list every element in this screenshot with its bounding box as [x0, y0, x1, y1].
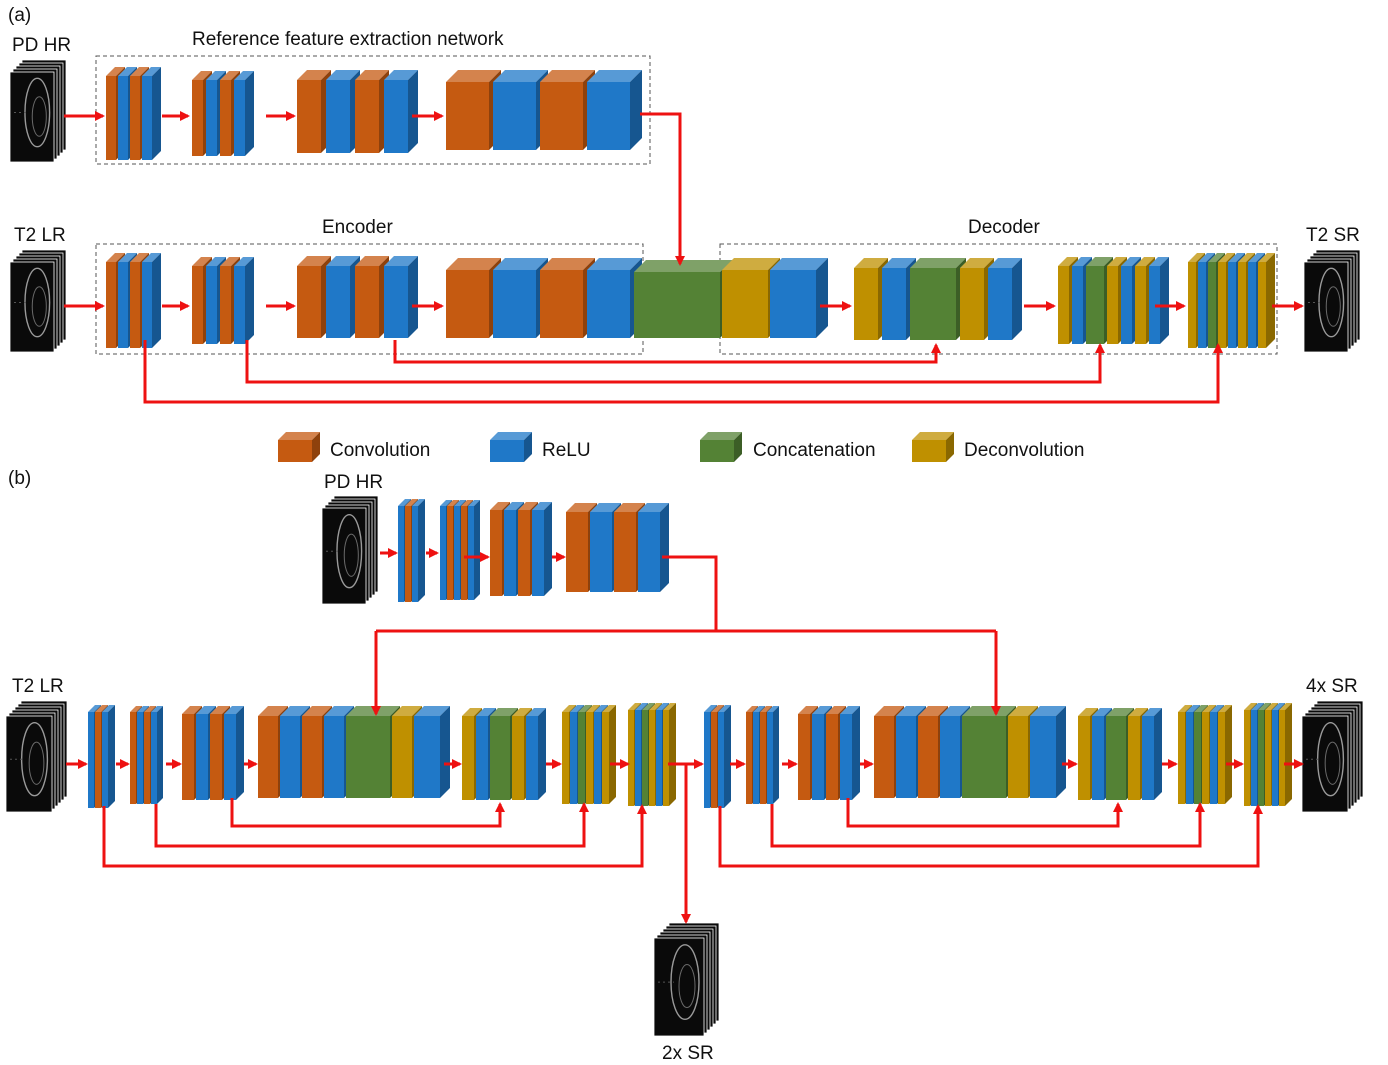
legend-swatch-deconvolution [912, 432, 954, 462]
mri-stack-pd-a [9, 59, 67, 163]
input-pd-hr-b: PD HR [324, 472, 383, 493]
relu-block [384, 256, 418, 338]
conv-block [355, 256, 389, 338]
legend-label-convolution: Convolution [330, 440, 430, 461]
concat-block [962, 706, 1016, 798]
relu-block [638, 503, 669, 592]
relu-block [587, 70, 642, 150]
relu-block [412, 499, 425, 602]
relu-block [1142, 708, 1162, 800]
relu-block [151, 706, 163, 804]
relu-block [493, 70, 548, 150]
relu-block [142, 253, 161, 348]
decoder-title: Decoder [968, 217, 1040, 238]
relu-block [102, 705, 115, 808]
decoder-box [719, 243, 1278, 355]
relu-block [493, 258, 548, 338]
relu-block [767, 706, 779, 804]
output-4x-sr: 4x SR [1306, 676, 1358, 697]
legend-conv-box [278, 432, 320, 462]
deconv-block [663, 703, 676, 806]
deconv-block [602, 705, 616, 804]
mri-stack-t2-b [5, 700, 68, 813]
relu-block [224, 706, 244, 800]
relu-block [770, 258, 828, 338]
mri-stack-4x-b [1301, 700, 1364, 813]
encoder-title: Encoder [322, 217, 393, 238]
mri-stack-t2sr-a [1303, 249, 1361, 353]
conv-block [540, 70, 595, 150]
input-t2-lr-a: T2 LR [14, 225, 66, 246]
legend-swatch-relu [490, 432, 532, 462]
deconv-block [1279, 703, 1292, 806]
network-blocks [88, 67, 1292, 808]
panel-a-tag: (a) [8, 5, 31, 26]
relu-block [234, 71, 254, 156]
concat-block [346, 706, 400, 798]
conv-block [540, 258, 595, 338]
input-t2-lr-b: T2 LR [12, 676, 64, 697]
relu-block [988, 258, 1022, 340]
deconv-block [1218, 705, 1232, 804]
relu-block [384, 70, 418, 153]
concat-block [910, 258, 966, 340]
conv-block [446, 70, 501, 150]
conv-block [297, 256, 331, 338]
relu-block [414, 706, 450, 798]
legend: Convolution ReLU Concatenation Deconvolu… [278, 432, 1084, 462]
concatenation-block [634, 260, 732, 338]
relu-block [1030, 706, 1066, 798]
relu-block [840, 706, 860, 800]
mri-stack-pd-b [321, 495, 379, 605]
output-2x-sr: 2x SR [662, 1043, 714, 1064]
mri-stack-2x-b [653, 922, 720, 1037]
legend-label-concatenation: Concatenation [753, 440, 876, 461]
legend-relu-box [490, 432, 532, 462]
mri-stack-t2-a [9, 249, 67, 353]
panel-b-arrows [66, 548, 1304, 924]
legend-swatch-concatenation [700, 432, 742, 462]
panel-a-arrows [64, 111, 1304, 404]
deconv-block [1258, 253, 1275, 348]
relu-block [468, 500, 480, 600]
legend-concat-box [700, 432, 742, 462]
legend-label-relu: ReLU [542, 440, 591, 461]
relu-block [718, 705, 731, 808]
panel-b-tag: (b) [8, 468, 31, 489]
relu-block [326, 70, 360, 153]
relu-block [1149, 257, 1169, 344]
ref-network-box [95, 55, 651, 165]
input-pd-hr-a: PD HR [12, 35, 71, 56]
output-t2-sr: T2 SR [1306, 225, 1360, 246]
relu-block [326, 256, 360, 338]
relu-block [234, 257, 254, 344]
conv-block [297, 70, 331, 153]
relu-block [532, 502, 552, 596]
legend-swatch-convolution [278, 432, 320, 462]
ref-network-title: Reference feature extraction network [192, 29, 504, 50]
relu-block [526, 708, 546, 800]
legend-deconv-box [912, 432, 954, 462]
legend-label-deconvolution: Deconvolution [964, 440, 1084, 461]
conv-block [446, 258, 501, 338]
deconv-block [960, 258, 994, 340]
conv-block [355, 70, 389, 153]
relu-block [142, 67, 161, 160]
relu-block [587, 258, 642, 338]
